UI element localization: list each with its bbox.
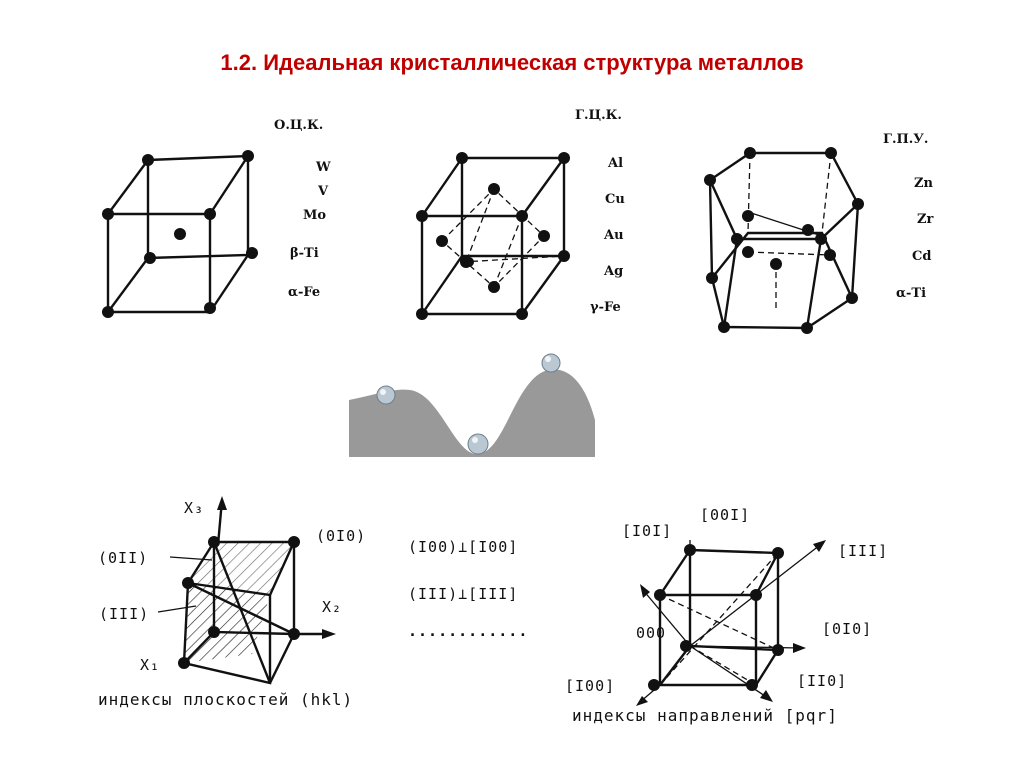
fcc-cell	[416, 152, 570, 320]
metal-label: Mo	[303, 208, 327, 223]
planes-caption: индексы плоскостей (hkl)	[98, 690, 354, 709]
direction-label: [00I]	[700, 506, 751, 524]
direction-label: [I00]	[565, 677, 616, 695]
direction-label: [I0I]	[622, 522, 673, 540]
direction-label: [III]	[838, 542, 889, 560]
plane-label: (0II)	[98, 549, 149, 567]
plane-label: (III)	[99, 605, 150, 623]
metal-label: α-Ti	[896, 286, 927, 301]
fcc-label: Г.Ц.К.	[575, 108, 622, 123]
axis-label-x1: X₁	[140, 656, 161, 674]
relation-text: (I00)⊥[I00]	[408, 538, 519, 556]
metal-label: Ag	[604, 264, 624, 279]
plane-label: (0I0)	[316, 527, 367, 545]
metal-label: γ-Fe	[590, 300, 621, 315]
metal-label: W	[316, 160, 331, 175]
ball	[541, 353, 561, 373]
metal-label: Zr	[917, 212, 934, 227]
metal-label: Zn	[914, 176, 933, 191]
bcc-cell	[102, 150, 258, 318]
bcc-label: О.Ц.К.	[274, 118, 324, 133]
metal-label: V	[318, 184, 329, 199]
relation-text: ............	[408, 622, 529, 640]
hcp-label: Г.П.У.	[883, 132, 929, 147]
hcp-cell	[704, 147, 864, 334]
metal-label: α-Fe	[288, 285, 321, 300]
directions-caption: индексы направлений [pqr]	[572, 706, 838, 725]
ball	[376, 385, 396, 405]
origin-label: 000	[636, 624, 667, 642]
direction-label: [II0]	[797, 672, 848, 690]
relation-text: (III)⊥[III]	[408, 585, 519, 603]
page-title: 1.2. Идеальная кристаллическая структура…	[220, 50, 804, 75]
axis-label-x2: X₂	[322, 598, 343, 616]
axis-label-x3: X₃	[184, 499, 205, 517]
ball	[467, 433, 489, 455]
metal-label: Al	[608, 156, 624, 171]
metal-label: Cu	[605, 192, 625, 207]
metal-label: β-Ti	[290, 246, 319, 261]
metal-label: Au	[604, 228, 624, 243]
metal-label: Cd	[912, 249, 932, 264]
direction-label: [0I0]	[822, 620, 873, 638]
